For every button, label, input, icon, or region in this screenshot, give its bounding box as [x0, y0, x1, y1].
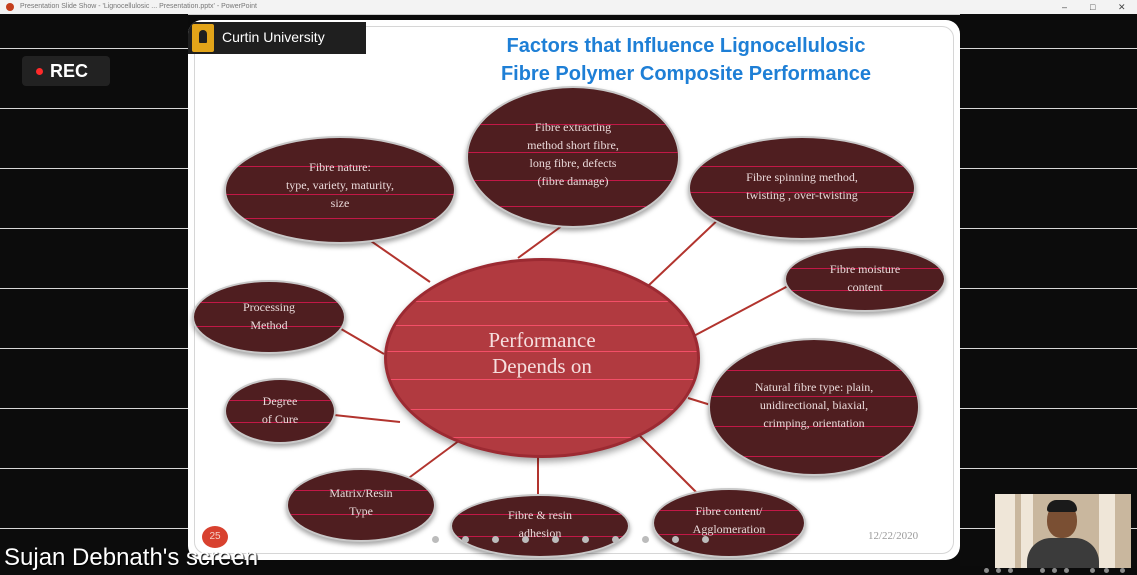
curtin-university-logo: Curtin University [188, 22, 366, 54]
bubble-text-line: Fibre nature: [309, 160, 371, 174]
bubble-text-line: Matrix/Resin [329, 486, 393, 500]
panel-divider-line [960, 48, 1137, 49]
recording-label: REC [50, 61, 89, 81]
factor-bubble-fibre-extracting: Fibre extracting method short fibre, lon… [466, 86, 680, 228]
screen-share-label: Sujan Debnath's screen [4, 544, 259, 571]
connector-matrix-resin [405, 439, 461, 481]
slide-number-badge: 25 [202, 526, 228, 548]
panel-divider-line [960, 108, 1137, 109]
connector-fibre-moisture [689, 285, 789, 339]
slide-navigation-dots[interactable] [432, 536, 732, 544]
bubble-text-line: crimping, orientation [763, 416, 865, 430]
factor-bubble-natural-fibre-type: Natural fibre type: plain, unidirectiona… [708, 338, 920, 476]
recording-dot-icon [36, 68, 43, 75]
slide-title-line-2: Fibre Polymer Composite Performance [500, 63, 872, 85]
window-titlebar: Presentation Slide Show - 'Lignocellulos… [0, 0, 1137, 15]
taskbar-tray-icons [980, 566, 1137, 575]
panel-divider-line [960, 228, 1137, 229]
bubble-text-line: Fibre moisture [829, 262, 901, 276]
bubble-text-line: content [847, 280, 883, 294]
right-background-panel [960, 14, 1137, 566]
factor-bubble-degree-of-cure: Degree of Cure [224, 378, 336, 444]
panel-divider-line [0, 408, 188, 409]
connector-fibre-content [639, 435, 699, 495]
panel-divider-line [0, 288, 188, 289]
factor-bubble-processing-method: Processing Method [192, 280, 346, 354]
factor-bubble-fibre-content: Fibre content/ Agglomeration [652, 488, 806, 558]
connector-processing-method [335, 325, 385, 355]
panel-divider-line [960, 468, 1137, 469]
slide-date: 12/22/2020 [868, 530, 919, 542]
center-bubble-performance: Performance Depends on [384, 258, 700, 458]
bubble-text-line: Method [250, 318, 288, 332]
factor-bubble-fibre-spinning: Fibre spinning method, twisting , over-t… [688, 136, 916, 240]
bubble-text-line: type, variety, maturity, [285, 178, 395, 192]
powerpoint-app-icon [6, 3, 14, 11]
panel-divider-line [0, 168, 188, 169]
maximize-button[interactable]: □ [1090, 2, 1096, 12]
panel-divider-line [0, 48, 188, 49]
minimize-button[interactable]: – [1062, 2, 1068, 12]
panel-divider-line [0, 348, 188, 349]
center-bubble-text: Performance Depends on [387, 327, 697, 379]
factor-bubble-fibre-resin-adhesion: Fibre & resin adhesion [450, 494, 630, 558]
factor-bubble-fibre-moisture: Fibre moisture content [784, 246, 946, 312]
panel-divider-line [960, 408, 1137, 409]
bubble-text-line: Natural fibre type: plain, [754, 380, 874, 394]
panel-divider-line [0, 528, 188, 529]
bubble-text-line: (fibre damage) [537, 174, 609, 188]
bubble-text-line: twisting , over-twisting [746, 188, 858, 202]
bubble-text-line: Type [349, 504, 373, 518]
bubble-text-line: Fibre spinning method, [746, 170, 858, 184]
bubble-text-line: size [330, 196, 350, 210]
close-button[interactable]: ✕ [1118, 2, 1126, 12]
center-line-1: Performance [488, 328, 596, 352]
left-background-panel [0, 14, 188, 575]
presentation-slide: Curtin University Factors that Influence… [188, 20, 960, 560]
bubble-text-line: Fibre & resin [508, 508, 572, 522]
slide-title-line-1: Factors that Influence Lignocellulosic [506, 35, 866, 57]
bubble-text-line: Degree [262, 394, 298, 408]
panel-divider-line [960, 348, 1137, 349]
bubble-text-line: unidirectional, biaxial, [759, 398, 869, 412]
panel-divider-line [0, 228, 188, 229]
bubble-text-line: long fibre, defects [529, 156, 617, 170]
panel-divider-line [0, 108, 188, 109]
center-line-2: Depends on [492, 354, 592, 378]
bubble-text-line: Fibre content/ [695, 504, 763, 518]
factor-bubble-matrix-resin: Matrix/Resin Type [286, 468, 436, 542]
recording-indicator: REC [22, 56, 110, 86]
bubble-text-line: of Cure [261, 412, 299, 426]
slide-title: Factors that Influence Lignocellulosic F… [426, 32, 946, 88]
factor-bubble-fibre-nature: Fibre nature: type, variety, maturity, s… [224, 136, 456, 244]
university-crest-icon [192, 24, 214, 52]
bubble-text-line: Processing [243, 300, 295, 314]
panel-divider-line [0, 468, 188, 469]
logo-text: Curtin University [222, 29, 325, 45]
connector-fibre-spinning [647, 215, 723, 287]
panel-divider-line [960, 288, 1137, 289]
window-title: Presentation Slide Show - 'Lignocellulos… [20, 3, 257, 10]
bubble-text-line: method short fibre, [527, 138, 619, 152]
presenter-body [1027, 538, 1099, 568]
bubble-text-line: Agglomeration [692, 522, 766, 536]
panel-divider-line [960, 168, 1137, 169]
presenter-webcam-video[interactable] [995, 494, 1131, 568]
bubble-text-line: adhesion [518, 526, 562, 540]
bubble-text-line: Fibre extracting [534, 120, 612, 134]
